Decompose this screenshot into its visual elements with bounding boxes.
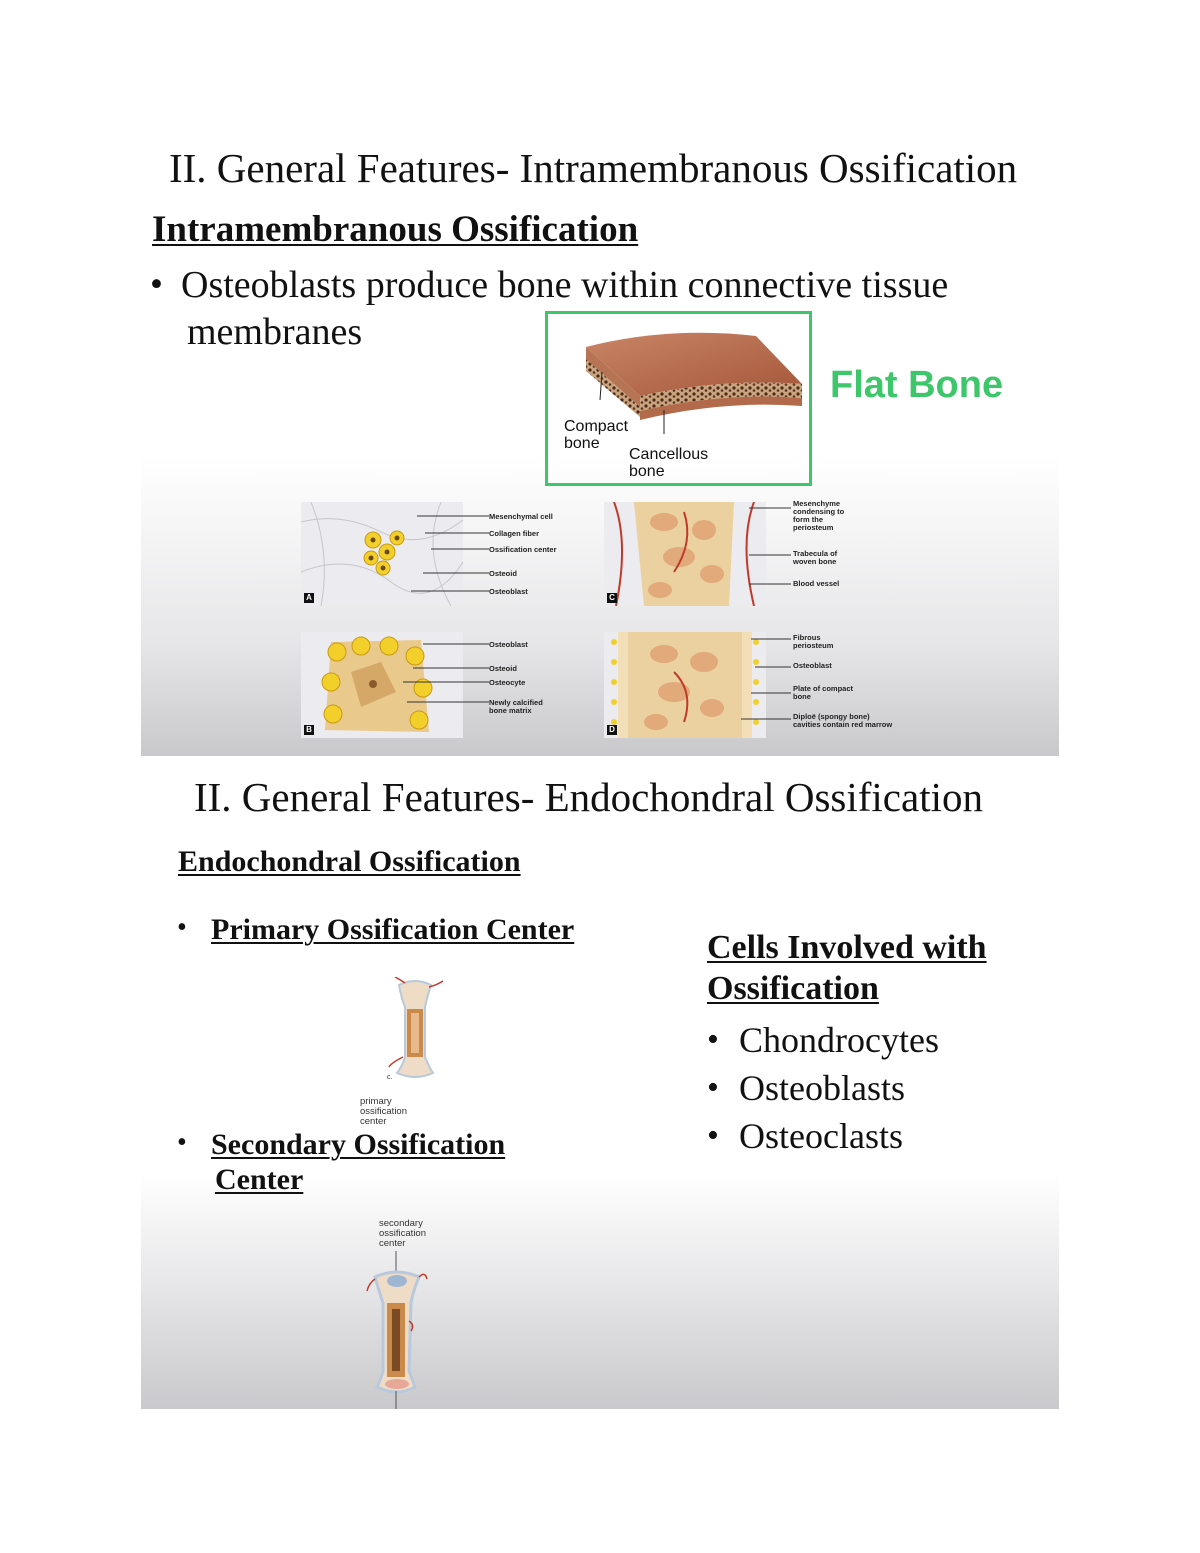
panel-a-label: Osteoid xyxy=(489,569,517,578)
panel-b-label: Newly calcified bone matrix xyxy=(489,698,543,715)
panel-b-label: Osteocyte xyxy=(489,678,526,687)
primary-ossification-heading: Primary Ossification Center xyxy=(211,913,575,946)
panel-letter-d: D xyxy=(607,725,617,735)
panel-a-label: Collagen fiber xyxy=(489,529,540,538)
primary-ossification-bone xyxy=(388,977,444,1078)
compact-bone-label: Compact bone xyxy=(564,418,629,452)
bullet-marker: • xyxy=(707,1117,719,1154)
slide-title: II. General Features- Endochondral Ossif… xyxy=(194,774,983,820)
section-heading: Intramembranous Ossification xyxy=(152,209,639,250)
primary-fig-label: primary ossification center xyxy=(360,1096,407,1127)
primary-fig-letter: c. xyxy=(387,1074,393,1081)
panel-d-label: Diploë (spongy bone) cavities contain re… xyxy=(793,712,893,729)
slide-endochondral: II. General Features- Endochondral Ossif… xyxy=(141,757,1059,1409)
panel-c-label: Blood vessel xyxy=(793,579,840,588)
trabecula-illustration xyxy=(613,501,755,607)
panel-d-leader-lines xyxy=(741,638,791,720)
cancellous-bone-label: Cancellous bone xyxy=(629,446,709,480)
panel-a-label: Ossification center xyxy=(489,545,557,554)
panel-a-label: Osteoblast xyxy=(489,587,528,596)
panel-letter-c: C xyxy=(607,593,617,603)
panel-b-image: B xyxy=(301,632,463,738)
flat-bone-frame: Compact bone Cancellous bone xyxy=(545,311,812,486)
panel-d-image: D xyxy=(604,632,766,738)
panel-b-leader-lines xyxy=(403,643,489,703)
panel-d-label: Plate of compact bone xyxy=(793,684,854,701)
bullet-marker: • xyxy=(707,1069,719,1106)
mesenchymal-cells-illustration xyxy=(300,501,464,607)
panel-letter-a: A xyxy=(304,593,314,603)
bullet-marker: • xyxy=(177,1127,187,1158)
compact-bone-plate-illustration xyxy=(611,632,759,738)
osteoid-illustration xyxy=(321,636,433,732)
panel-b-label: Osteoblast xyxy=(489,640,528,649)
panel-d-label: Fibrous periosteum xyxy=(793,633,834,650)
flat-bone-illustration xyxy=(586,332,802,434)
flat-bone-title: Flat Bone xyxy=(830,364,1004,406)
cell-item: Osteoblasts xyxy=(739,1068,905,1108)
panel-a-label: Mesenchymal cell xyxy=(489,512,553,521)
panel-a-leader-lines xyxy=(411,515,489,592)
secondary-fig-label: secondary ossification center xyxy=(379,1218,426,1249)
slide-title: II. General Features- Intramembranous Os… xyxy=(169,145,1018,191)
panel-b-label: Osteoid xyxy=(489,664,517,673)
section-heading: Endochondral Ossification xyxy=(178,845,521,878)
panel-letter-b: B xyxy=(304,725,314,735)
cells-heading-line2: Ossification xyxy=(707,970,879,1007)
secondary-ossification-heading: Secondary Ossification xyxy=(211,1128,506,1161)
slide-intramembranous: II. General Features- Intramembranous Os… xyxy=(141,130,1059,756)
panel-c-image: C xyxy=(604,501,766,607)
secondary-ossification-heading-line2: Center xyxy=(215,1163,304,1196)
bullet-text-line1: Osteoblasts produce bone within connecti… xyxy=(181,264,949,306)
panel-c-label: Mesenchyme condensing to form the perios… xyxy=(793,499,845,532)
bullet-marker: • xyxy=(707,1021,719,1058)
cells-heading: Cells Involved with xyxy=(707,929,987,966)
panel-a-image: A xyxy=(300,501,464,607)
bullet-text-line2: membranes xyxy=(187,311,363,353)
secondary-ossification-bone xyxy=(366,1251,428,1409)
bullet-marker: • xyxy=(150,264,163,305)
panel-d-label: Osteoblast xyxy=(793,661,832,670)
bullet-marker: • xyxy=(177,912,187,943)
panel-c-label: Trabecula of woven bone xyxy=(793,549,838,566)
cell-item: Osteoclasts xyxy=(739,1116,903,1156)
panel-c-leader-lines xyxy=(749,507,791,585)
cell-item: Chondrocytes xyxy=(739,1020,939,1060)
